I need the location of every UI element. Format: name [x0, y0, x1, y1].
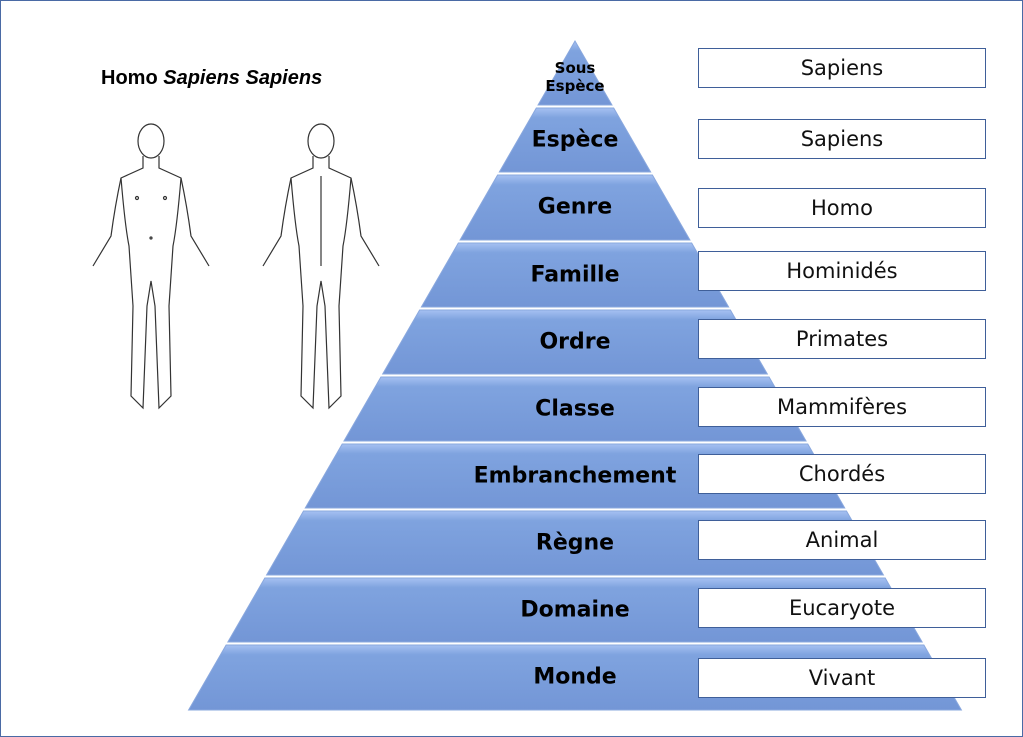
taxon-value-box: Chordés [698, 454, 986, 494]
pyramid-band-4 [381, 309, 769, 375]
rank-label: Ordre [539, 329, 611, 354]
rank-label: Espèce [531, 127, 619, 152]
rank-label: Genre [537, 194, 613, 220]
taxon-value-box: Mammifères [698, 387, 986, 427]
rank-label: Embranchement [473, 463, 677, 488]
taxon-value-box: Animal [698, 520, 986, 560]
pyramid-band-5 [343, 376, 807, 442]
pyramid-band-2 [459, 174, 691, 241]
human-back-icon [262, 123, 380, 410]
pyramid-band-0 [537, 40, 613, 106]
species-title: Homo Sapiens Sapiens [101, 67, 323, 89]
human-body-figures-icon [92, 123, 380, 410]
rank-label: Sous Espèce [545, 58, 605, 95]
pyramid-band-1 [498, 107, 652, 173]
taxon-value-box: Eucaryote [698, 588, 986, 628]
taxon-value-box: Vivant [698, 658, 986, 698]
rank-label: Domaine [520, 597, 630, 622]
human-front-icon [92, 123, 210, 410]
taxon-value-box: Hominidés [698, 251, 986, 291]
rank-label: Monde [533, 664, 617, 690]
rank-label: Règne [535, 530, 615, 555]
taxon-value-box: Sapiens [698, 119, 986, 159]
pyramid-band-3 [420, 242, 730, 308]
rank-label: Classe [535, 396, 615, 421]
taxon-value-box: Homo [698, 188, 986, 228]
taxon-value-box: Sapiens [698, 48, 986, 88]
taxon-value-box: Primates [698, 319, 986, 359]
rank-label: Famille [530, 262, 620, 287]
